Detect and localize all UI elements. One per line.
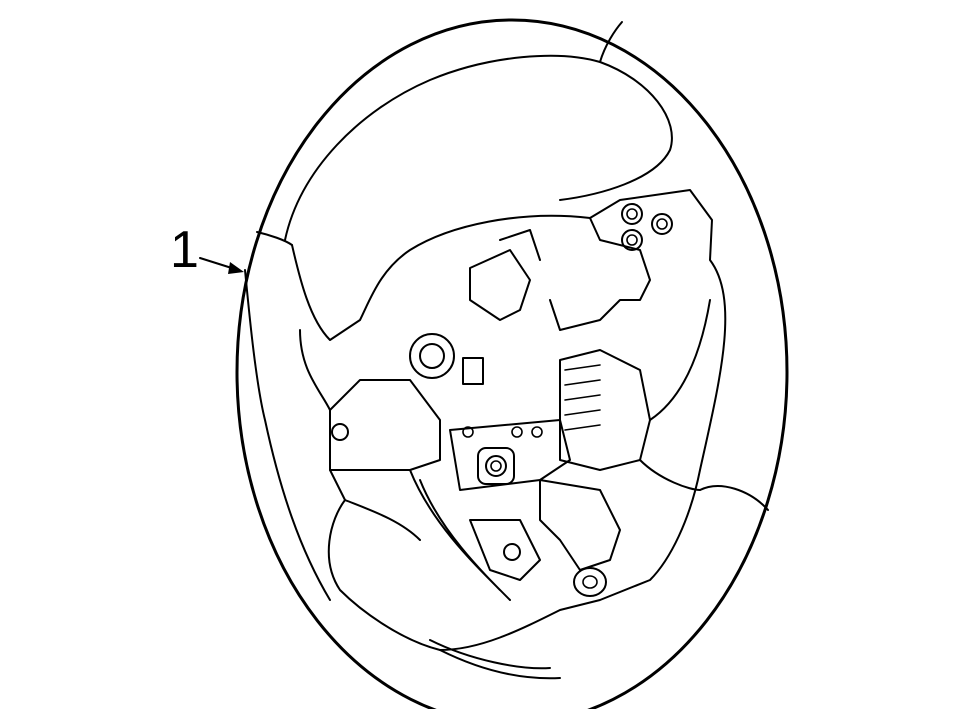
center-plate	[449, 419, 571, 491]
column-mount	[477, 447, 515, 485]
center-hole-2	[531, 426, 543, 438]
lower-left-screw	[503, 543, 521, 561]
lower-spoke-lines	[344, 469, 511, 601]
bottom-mount	[573, 567, 607, 597]
hub-outline	[291, 189, 727, 651]
left-spoke-screw	[331, 423, 349, 441]
upper-bracket	[469, 229, 541, 321]
rim-segment-bottom-right	[699, 485, 769, 511]
lower-tab	[469, 519, 541, 581]
center-hole-1	[511, 426, 523, 438]
lower-bracket	[539, 479, 621, 571]
ribbed-section	[559, 349, 651, 471]
hub-boss	[409, 333, 484, 385]
wheel-inner-rim	[284, 54, 673, 241]
rim-segment-left	[244, 231, 331, 601]
callout-arrow	[199, 257, 244, 274]
right-spoke	[639, 299, 711, 491]
rim-segment-top-right	[599, 21, 623, 63]
left-spoke	[329, 379, 441, 471]
right-control-cluster	[549, 203, 673, 331]
callout-number: 1	[170, 221, 199, 279]
center-hole-3	[462, 426, 474, 438]
wheel-outer-rim	[235, 18, 789, 709]
rim-segment-bottom	[429, 639, 561, 680]
